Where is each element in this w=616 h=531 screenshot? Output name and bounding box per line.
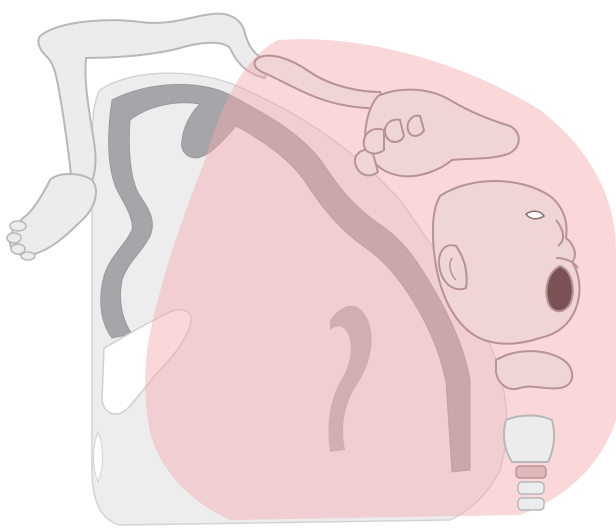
trachea-ring [518, 498, 544, 510]
trachea-ring [518, 482, 544, 494]
trachea-ring [516, 466, 546, 478]
eye [526, 211, 544, 219]
foot [10, 174, 96, 255]
larynx-cartilage [504, 416, 554, 463]
